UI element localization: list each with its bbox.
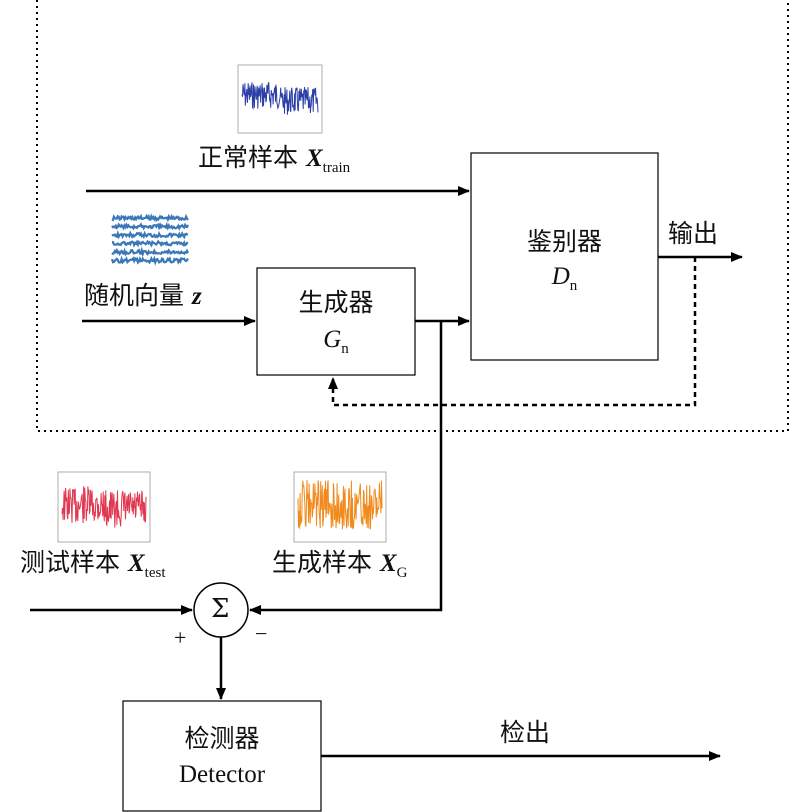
feedback-path [328,257,697,407]
normal-sample-label: 正常样本 Xtrain [198,143,351,176]
output-label: 输出 [668,219,719,248]
noise-line [111,239,189,248]
normal-sample-symbol: Xtrain [305,145,351,176]
noise-line [110,255,189,266]
generator-box [256,267,416,376]
noise-line [111,229,189,240]
generator-label: 生成器 [298,288,374,317]
noise-line [111,213,189,223]
discriminator-box [470,152,659,361]
detect-output-label: 检出 [500,718,551,747]
discriminator-label: 鉴别器 [526,227,602,256]
test-signal-thumbnail [57,471,151,543]
test-sample-symbol: Xtest [127,550,166,581]
detector-label: 检测器 [184,724,260,753]
generated-sample-symbol: XG [379,550,408,581]
generator-symbol: Gn [323,326,349,357]
test-sample-label: 测试样本 Xtest [20,548,166,581]
discriminator-symbol: Dn [551,263,578,294]
generated-signal-thumbnail [293,471,387,543]
generated-branch-arrow [249,321,443,615]
generated-sample-label: 生成样本 XG [272,548,408,581]
random-vector-label: 随机向量 z [84,281,202,310]
plus-sign: + [174,625,187,650]
noise-line [111,246,190,258]
gan-boundary [36,0,789,432]
noise-vector-thumbnail [110,213,190,266]
detector-english-label: Detector [178,761,266,788]
noise-line [111,221,189,231]
minus-sign: − [255,621,268,646]
train-signal-thumbnail [237,64,323,134]
random-vector-symbol: z [191,283,202,310]
detector-box [122,700,322,812]
sum-symbol: Σ [211,594,230,624]
